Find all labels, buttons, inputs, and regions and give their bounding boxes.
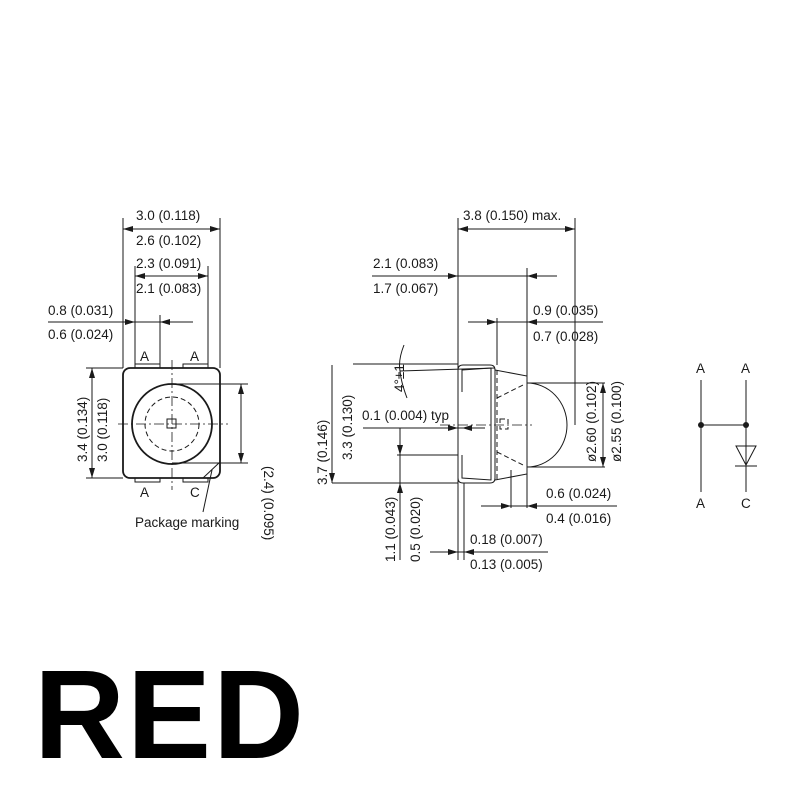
dim-width-max: 3.0 (0.118) (136, 208, 200, 223)
package-marking-label: Package marking (135, 515, 239, 530)
dim-height-min: 3.3 (0.130) (340, 395, 355, 460)
chip-square (166, 418, 177, 429)
dim-lead-max: 1.1 (0.043) (383, 497, 398, 562)
dim-step-min: 0.7 (0.028) (533, 329, 598, 344)
dim-gap-typ: 0.1 (0.004) typ (362, 408, 449, 423)
dim-angle: 4°±1 (392, 364, 407, 392)
dim-pad-width-max: 0.8 (0.031) (48, 303, 113, 318)
pad-top-left (134, 363, 161, 369)
pin-label: A (696, 361, 705, 376)
body-outline (457, 364, 496, 484)
pad-top-right (182, 363, 209, 369)
pin-label: A (741, 361, 750, 376)
dim-step-max: 0.9 (0.035) (533, 303, 598, 318)
dim-lead-min: 0.5 (0.020) (408, 497, 423, 562)
pin-label: A (140, 349, 149, 364)
dim-thick-min: 0.13 (0.005) (470, 557, 543, 572)
pin-label: C (190, 485, 200, 500)
dim-body-min: 1.7 (0.067) (373, 281, 438, 296)
dim-width-min: 2.6 (0.102) (136, 233, 201, 248)
pin-label: A (140, 485, 149, 500)
pin-label: A (696, 496, 705, 511)
diode-schematic: A A A C (696, 361, 757, 511)
pin-label: A (190, 349, 199, 364)
top-view: 3.0 (0.118) 2.6 (0.102) 2.3 (0.091) 2.1 … (48, 208, 276, 540)
dim-pad-span-max: 2.3 (0.091) (136, 256, 201, 271)
dome (526, 382, 568, 468)
side-view: 3.8 (0.150) max. 2.1 (0.083) 1.7 (0.067)… (315, 208, 624, 572)
dim-recess-min: 0.4 (0.016) (546, 511, 611, 526)
dim-height-min: 3.0 (0.118) (95, 398, 110, 462)
color-label: RED (34, 644, 307, 785)
dim-dia-min: ø2.55 (0.100) (609, 381, 624, 462)
marking-leader (202, 469, 213, 513)
dim-body-max: 2.1 (0.083) (373, 256, 438, 271)
dim-pad-span-min: 2.1 (0.083) (136, 281, 201, 296)
dim-height-max: 3.7 (0.146) (315, 420, 330, 485)
dim-pad-width-min: 0.6 (0.024) (48, 327, 113, 342)
dim-height-max: 3.4 (0.134) (75, 397, 90, 462)
pad-bottom-right (182, 477, 209, 483)
package-body (122, 367, 221, 479)
diode-icon (735, 445, 757, 467)
pad-bottom-left (134, 477, 161, 483)
dim-recess-max: 0.6 (0.024) (546, 486, 611, 501)
dim-thick-max: 0.18 (0.007) (470, 532, 543, 547)
pin-label: C (741, 496, 751, 511)
dim-dia-max: ø2.60 (0.102) (584, 381, 599, 462)
dim-length: 3.8 (0.150) max. (463, 208, 561, 223)
dim-lens: (2.4) (0.095) (261, 466, 276, 540)
